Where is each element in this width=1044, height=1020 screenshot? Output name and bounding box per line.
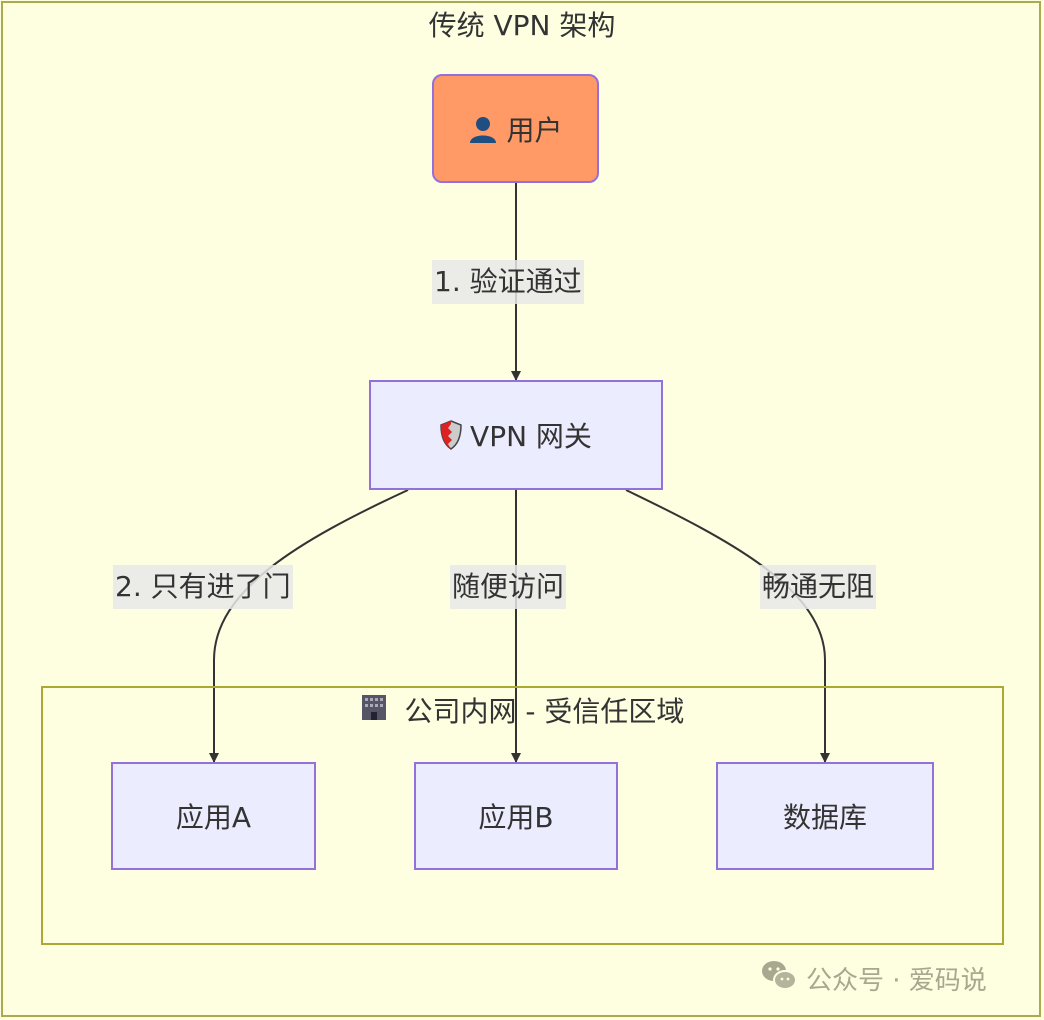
node-database[interactable]: 数据库 bbox=[716, 762, 934, 870]
node-database-label: 数据库 bbox=[782, 801, 867, 834]
node-user-label: 用户 bbox=[506, 113, 563, 147]
diagram-title: 传统 VPN 架构 bbox=[428, 9, 616, 42]
watermark-text: 公众号 · 爱码说 bbox=[806, 966, 987, 996]
node-app-a[interactable]: 应用A bbox=[111, 762, 316, 870]
node-vpn-gateway-label: VPN 网关 bbox=[470, 420, 592, 453]
shield-icon bbox=[440, 420, 462, 450]
watermark: 公众号 · 爱码说 bbox=[760, 958, 987, 999]
subgraph-intranet bbox=[41, 686, 1004, 945]
node-app-b[interactable]: 应用B bbox=[414, 762, 618, 870]
subgraph-label: 公司内网 - 受信任区域 bbox=[404, 695, 685, 728]
edge-label-entered-door: 2. 只有进了门 bbox=[113, 565, 293, 609]
office-building-icon bbox=[360, 693, 388, 721]
node-app-b-label: 应用B bbox=[478, 801, 554, 834]
edge-label-free-access: 随便访问 bbox=[450, 565, 567, 609]
edge-label-unobstructed: 畅通无阻 bbox=[760, 565, 877, 609]
wechat-icon bbox=[760, 958, 798, 999]
user-icon bbox=[468, 114, 498, 144]
node-user[interactable]: 用户 bbox=[432, 74, 599, 183]
node-vpn-gateway[interactable]: VPN 网关 bbox=[369, 380, 663, 490]
subgraph-title: 公司内网 - 受信任区域 bbox=[0, 690, 1044, 730]
edge-label-verified: 1. 验证通过 bbox=[432, 260, 584, 304]
node-app-a-label: 应用A bbox=[175, 801, 252, 834]
